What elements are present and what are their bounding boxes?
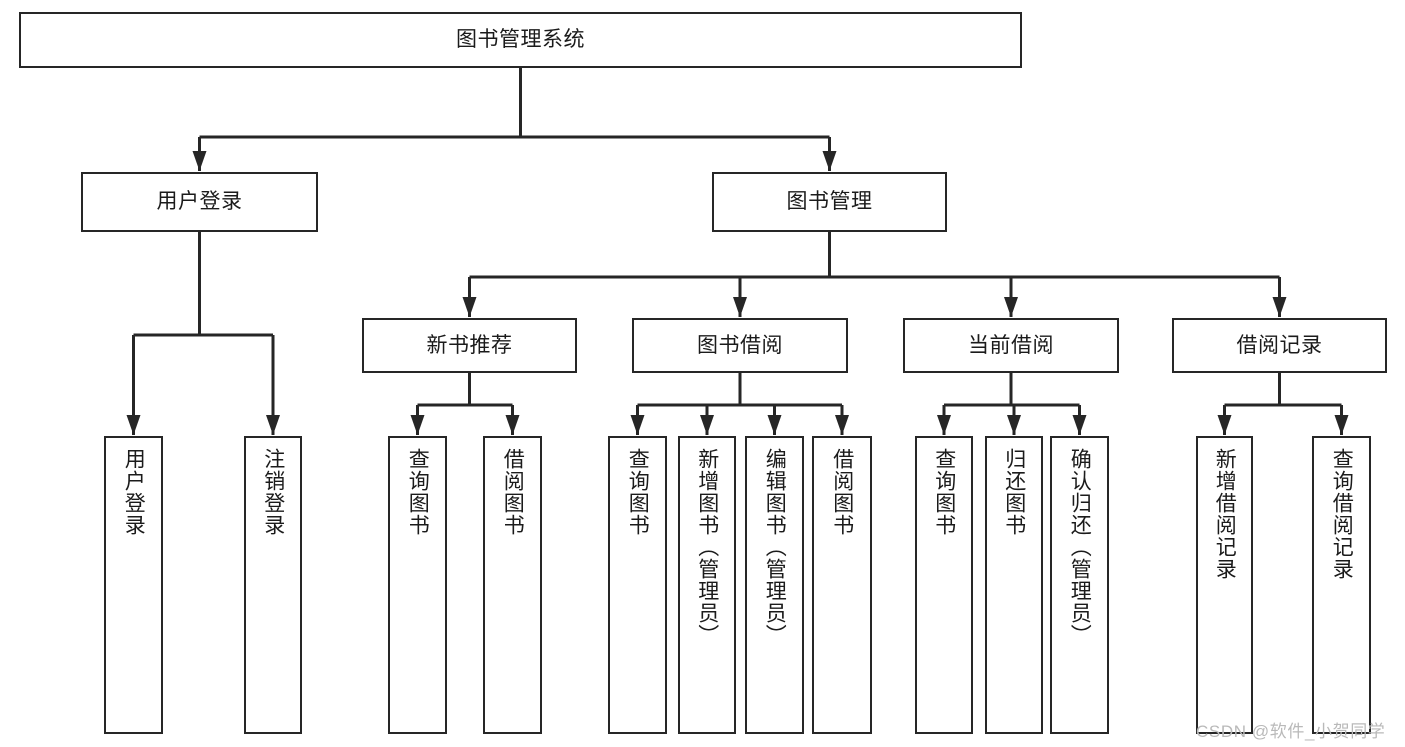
node-label-leaf-cur-2: 归还图书 [1002, 448, 1026, 536]
node-borrow[interactable]: 图书借阅 [632, 318, 848, 373]
arrowhead-current-to-leaf-cur-2 [1007, 415, 1021, 435]
node-label-leaf-rec-1: 新增借阅记录 [1213, 448, 1237, 580]
node-label-leaf-bor-4: 借阅图书 [830, 448, 854, 536]
arrowhead-newbook-to-leaf-new-1 [410, 415, 425, 435]
node-label-leaf-cur-3: 确认归还（管理员） [1068, 448, 1092, 646]
node-newbook[interactable]: 新书推荐 [362, 318, 577, 373]
csdn-watermark: CSDN @软件_小贺同学 [1196, 722, 1386, 741]
node-leaf-bor-1[interactable]: 查询图书 [608, 436, 667, 734]
node-leaf-bor-4[interactable]: 借阅图书 [812, 436, 872, 734]
node-label-newbook: 新书推荐 [426, 333, 513, 357]
node-label-borrow: 图书借阅 [697, 333, 783, 357]
node-bookmgmt[interactable]: 图书管理 [712, 172, 947, 232]
node-label-bookmgmt: 图书管理 [786, 190, 873, 214]
node-leaf-cur-2[interactable]: 归还图书 [985, 436, 1043, 734]
node-leaf-cur-3[interactable]: 确认归还（管理员） [1050, 436, 1109, 734]
arrowhead-bookmgmt-to-newbook [462, 297, 477, 317]
node-root[interactable]: 图书管理系统 [19, 12, 1022, 68]
node-label-leaf-login-1: 用户登录 [122, 448, 146, 536]
node-leaf-new-2[interactable]: 借阅图书 [483, 436, 542, 734]
node-records[interactable]: 借阅记录 [1172, 318, 1387, 373]
arrowhead-current-to-leaf-cur-3 [1072, 415, 1087, 435]
arrowhead-borrow-to-leaf-bor-4 [835, 415, 849, 435]
arrowhead-records-to-leaf-rec-1 [1217, 415, 1232, 435]
node-label-records: 借阅记录 [1236, 333, 1323, 357]
node-label-leaf-bor-3: 编辑图书（管理员） [763, 448, 787, 646]
node-label-root: 图书管理系统 [456, 28, 585, 52]
node-label-current: 当前借阅 [968, 333, 1054, 357]
arrowhead-borrow-to-leaf-bor-3 [767, 415, 782, 435]
node-label-leaf-login-2: 注销登录 [261, 448, 285, 536]
node-label-leaf-bor-1: 查询图书 [626, 448, 650, 536]
node-leaf-new-1[interactable]: 查询图书 [388, 436, 447, 734]
arrowhead-borrow-to-leaf-bor-1 [630, 415, 645, 435]
node-label-leaf-cur-1: 查询图书 [932, 448, 956, 536]
node-leaf-rec-2[interactable]: 查询借阅记录 [1312, 436, 1371, 734]
arrowhead-current-to-leaf-cur-1 [937, 415, 951, 435]
arrowhead-root-to-bookmgmt [822, 151, 837, 171]
node-login[interactable]: 用户登录 [81, 172, 318, 232]
arrowhead-bookmgmt-to-borrow [733, 297, 747, 317]
node-current[interactable]: 当前借阅 [903, 318, 1119, 373]
node-leaf-bor-2[interactable]: 新增图书（管理员） [678, 436, 736, 734]
node-leaf-login-1[interactable]: 用户登录 [104, 436, 163, 734]
node-label-leaf-bor-2: 新增图书（管理员） [695, 448, 719, 646]
node-label-leaf-new-2: 借阅图书 [501, 448, 525, 536]
node-leaf-rec-1[interactable]: 新增借阅记录 [1196, 436, 1253, 734]
arrowhead-bookmgmt-to-records [1272, 297, 1287, 317]
arrowhead-bookmgmt-to-current [1004, 297, 1018, 317]
node-leaf-cur-1[interactable]: 查询图书 [915, 436, 973, 734]
arrowhead-newbook-to-leaf-new-2 [505, 415, 520, 435]
arrowhead-records-to-leaf-rec-2 [1334, 415, 1349, 435]
node-label-leaf-new-1: 查询图书 [406, 448, 430, 536]
arrowhead-borrow-to-leaf-bor-2 [700, 415, 714, 435]
node-leaf-login-2[interactable]: 注销登录 [244, 436, 302, 734]
arrowhead-login-to-leaf-login-2 [266, 415, 280, 435]
node-label-leaf-rec-2: 查询借阅记录 [1330, 448, 1354, 580]
node-leaf-bor-3[interactable]: 编辑图书（管理员） [745, 436, 804, 734]
arrowhead-login-to-leaf-login-1 [126, 415, 141, 435]
arrowhead-root-to-login [192, 151, 207, 171]
node-label-login: 用户登录 [156, 190, 243, 214]
